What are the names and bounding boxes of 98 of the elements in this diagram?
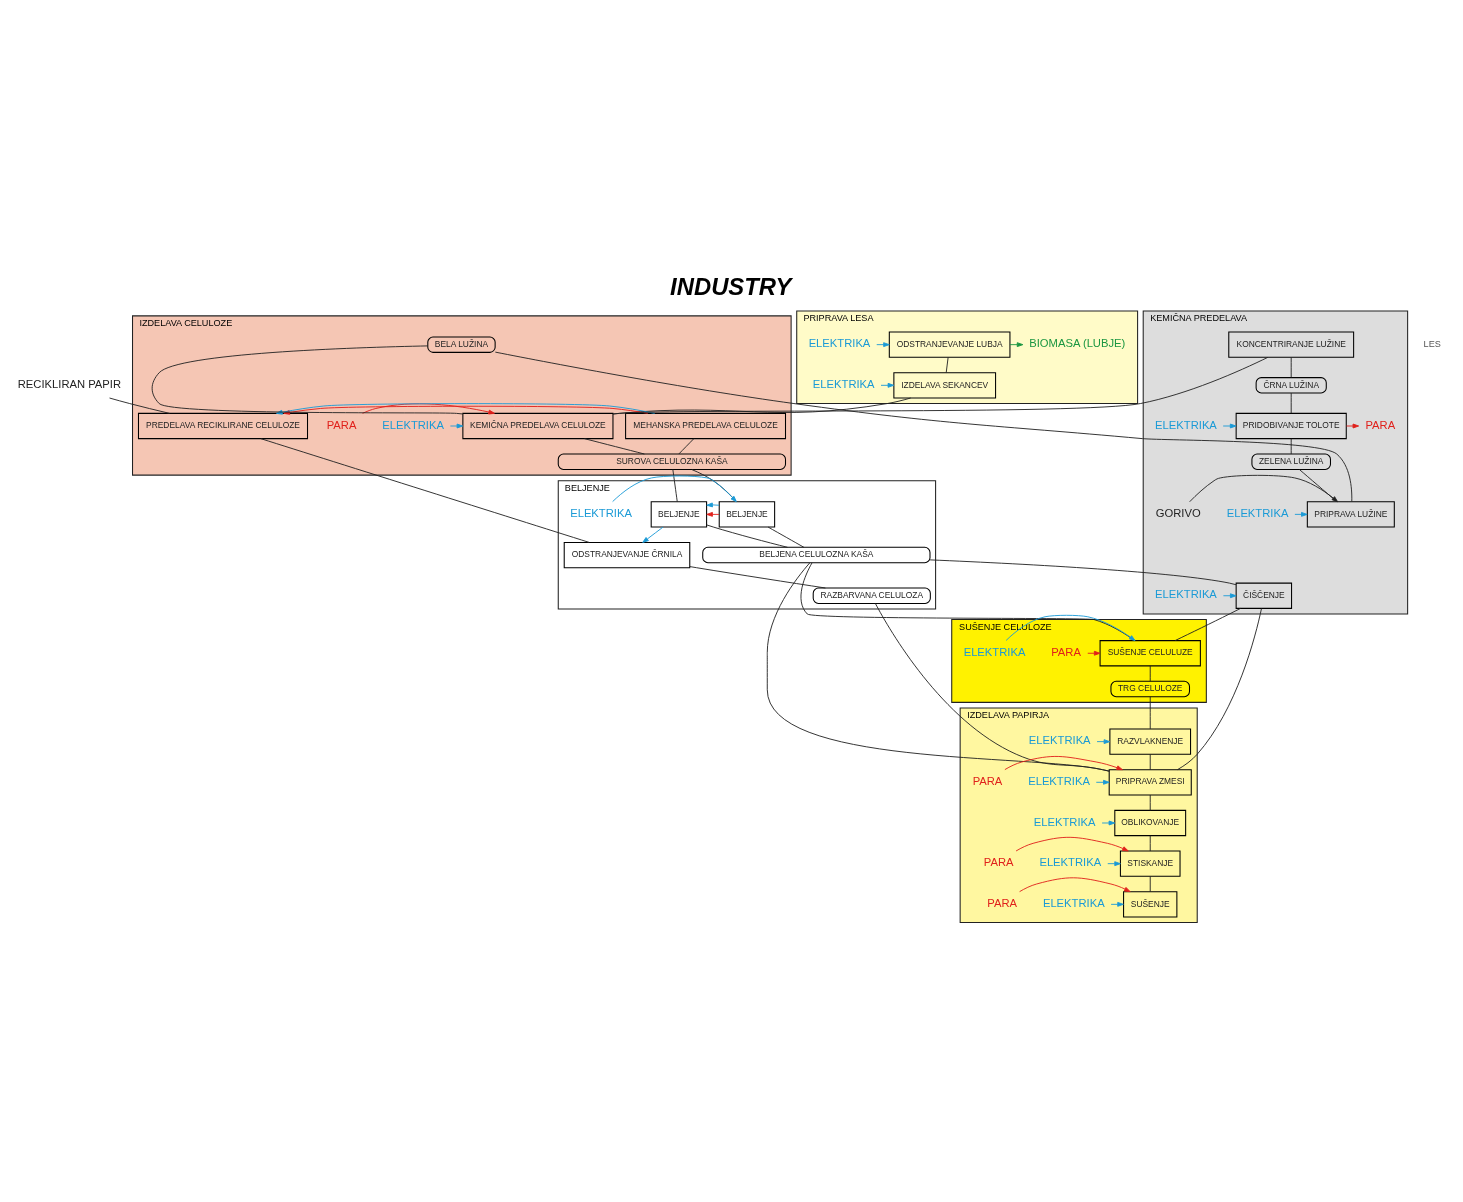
node-text: PARA bbox=[1365, 418, 1396, 431]
connector bbox=[1149, 696, 1151, 730]
node-box: RAZVLAKNENJE bbox=[1109, 728, 1192, 755]
arrow bbox=[1222, 423, 1237, 429]
arrow bbox=[1222, 593, 1237, 599]
node-text: ELEKTRIKA bbox=[1226, 507, 1289, 520]
arrow bbox=[1096, 739, 1111, 745]
node-text: ELEKTRIKA bbox=[808, 337, 871, 350]
arrow bbox=[1004, 756, 1123, 771]
arrow bbox=[642, 526, 664, 543]
node-box: PRIDOBIVANJE TOLOTE bbox=[1235, 412, 1347, 440]
node-box: BELJENJE bbox=[718, 501, 776, 528]
connector bbox=[874, 603, 1110, 772]
arrow bbox=[1095, 779, 1110, 785]
node-box: BELJENA CELULOZNA KAŠA bbox=[702, 546, 931, 564]
arrow bbox=[880, 382, 895, 388]
node-text: ELEKTRIKA bbox=[1039, 856, 1102, 869]
arrow bbox=[1019, 877, 1131, 893]
node-box: ZELENA LUŽINA bbox=[1251, 453, 1331, 470]
arrow bbox=[1294, 511, 1308, 517]
node-box: SUŠENJE CELULUZE bbox=[1099, 640, 1201, 667]
connector bbox=[1290, 356, 1292, 378]
connector bbox=[1149, 794, 1151, 811]
connector bbox=[109, 397, 171, 414]
node-text: PARA bbox=[983, 856, 1014, 869]
arrow bbox=[1087, 650, 1101, 656]
node-box: STISKANJE bbox=[1119, 850, 1181, 877]
node-text: PARA bbox=[326, 418, 357, 431]
diagram-title: INDUSTRY bbox=[670, 272, 792, 300]
connector bbox=[1149, 835, 1151, 852]
arrow bbox=[1346, 423, 1360, 429]
node-box: KEMIČNA PREDELAVA CELULOZE bbox=[462, 412, 614, 440]
connector bbox=[767, 526, 805, 548]
connector bbox=[678, 438, 695, 455]
node-box: OBLIKOVANJE bbox=[1114, 809, 1187, 837]
connector bbox=[612, 356, 1269, 415]
connector bbox=[1290, 392, 1292, 414]
arrow bbox=[1189, 474, 1339, 503]
node-text: ELEKTRIKA bbox=[570, 507, 632, 520]
arrow bbox=[1110, 901, 1124, 907]
node-box: SUROVA CELULOZNA KAŠA bbox=[557, 453, 787, 470]
node-box: BELJENJE bbox=[650, 501, 708, 528]
arrow bbox=[449, 423, 464, 429]
node-text: ELEKTRIKA bbox=[1155, 418, 1217, 431]
arrow bbox=[706, 502, 720, 508]
node-text: PARA bbox=[972, 774, 1003, 787]
node-box: BELA LUŽINA bbox=[427, 336, 496, 353]
label: LES bbox=[1423, 339, 1441, 350]
node-box: MEHANSKA PREDELAVA CELULOZE bbox=[625, 412, 787, 440]
connector bbox=[494, 351, 1353, 502]
connector bbox=[260, 438, 590, 543]
node-text: RECIKLIRAN PAPIR bbox=[17, 377, 122, 390]
node-box: ODSTRANJEVANJE ČRNILA bbox=[563, 541, 691, 569]
node-text: ELEKTRIKA bbox=[812, 377, 875, 390]
connector bbox=[766, 562, 1110, 772]
node-text: ELEKTRIKA bbox=[1028, 734, 1091, 747]
connector bbox=[1299, 469, 1338, 503]
arrow bbox=[876, 342, 890, 348]
node-text: ELEKTRIKA bbox=[963, 645, 1026, 658]
arrow bbox=[1101, 820, 1116, 826]
node-text: ELEKTRIKA bbox=[1033, 815, 1096, 828]
connector bbox=[945, 356, 949, 374]
node-box: ČRNA LUŽINA bbox=[1255, 377, 1327, 394]
connector bbox=[1149, 875, 1151, 893]
node-box: KONCENTRIRANJE LUŽINE bbox=[1228, 331, 1355, 358]
node-box: ODSTRANJEVANJE LUBJA bbox=[888, 331, 1011, 358]
arrow bbox=[362, 403, 495, 415]
node-box: IZDELAVA SEKANCEV bbox=[893, 372, 997, 399]
node-box: ČIŠČENJE bbox=[1235, 582, 1293, 609]
node-text: PARA bbox=[1051, 645, 1081, 658]
arrow bbox=[1107, 861, 1121, 867]
arrow bbox=[1015, 836, 1129, 852]
arrow bbox=[1005, 614, 1136, 642]
connector bbox=[689, 566, 826, 589]
node-text: BIOMASA (LUBJE) bbox=[1029, 337, 1126, 350]
node-text: PARA bbox=[987, 897, 1018, 910]
connector bbox=[706, 524, 788, 548]
node-box: RAZBARVANA CELULOZA bbox=[812, 587, 931, 604]
connector bbox=[1149, 665, 1151, 682]
node-box: PRIPRAVA LUŽINE bbox=[1306, 501, 1395, 528]
node-text: ELEKTRIKA bbox=[1155, 588, 1217, 601]
node-box: SUŠENJE bbox=[1123, 891, 1178, 918]
node-text: ELEKTRIKA bbox=[1042, 897, 1105, 910]
connector bbox=[1290, 438, 1292, 455]
connector bbox=[1177, 608, 1262, 771]
connector bbox=[1149, 753, 1151, 771]
arrow bbox=[1009, 342, 1024, 348]
connector bbox=[800, 562, 1136, 641]
node-box: TRG CELULOZE bbox=[1110, 680, 1191, 698]
connector bbox=[583, 438, 645, 455]
arrow bbox=[706, 511, 720, 517]
connector bbox=[929, 559, 1237, 586]
node-box: PRIPRAVA ZMESI bbox=[1108, 769, 1192, 796]
node-text: GORIVO bbox=[1155, 507, 1201, 520]
node-text: ELEKTRIKA bbox=[1028, 774, 1090, 787]
connector bbox=[672, 469, 678, 503]
arrow bbox=[612, 475, 737, 503]
node-text: ELEKTRIKA bbox=[382, 418, 444, 431]
